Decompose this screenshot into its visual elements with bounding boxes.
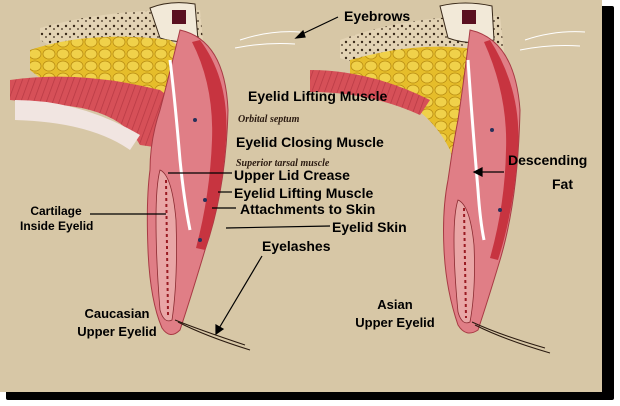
asian-eyebrow-hair [519, 45, 581, 51]
pointer-eyelashes-arrowhead [215, 323, 225, 336]
vessel-dot [498, 208, 502, 212]
asian-tarsal-cartilage [453, 199, 475, 324]
caucasian-eyebrow-hair [239, 31, 301, 41]
label-asian-upper-eyelid: Asian Upper Eyelid [340, 296, 450, 332]
label-cartilage-line1: Cartilage [30, 204, 82, 218]
label-asian-line1: Asian [377, 297, 413, 312]
pointer-eyelid-skin [225, 225, 331, 229]
caucasian-tarsal-cartilage [155, 169, 177, 322]
label-eyelid-lifting-muscle-lower: Eyelid Lifting Muscle [234, 185, 374, 201]
asian-closing-muscle [484, 40, 519, 260]
label-eyebrows: Eyebrows [344, 8, 411, 24]
vessel-dot [198, 238, 202, 242]
label-orbital-septum: Orbital septum [238, 114, 300, 125]
pointer-eyebrows-arrowhead [294, 29, 306, 39]
vessel-dot [203, 198, 207, 202]
label-caucasian-line2: Upper Eyelid [77, 324, 157, 339]
asian-gland-line [463, 207, 467, 319]
caucasian-septum-line [168, 59, 192, 231]
pointer-eyebrows [297, 16, 339, 37]
illustration-panel: Eyebrows Eyelid Lifting Muscle Orbital s… [0, 0, 602, 392]
label-caucasian-upper-eyelid: Caucasian Upper Eyelid [62, 305, 172, 341]
asian-lifting-muscle [310, 70, 430, 115]
label-cartilage: Cartilage Inside Eyelid [20, 204, 94, 234]
caucasian-eyebrow-hair [234, 43, 296, 49]
label-eyelid-skin: Eyelid Skin [332, 219, 407, 235]
asian-eyebrow-hair [524, 31, 586, 41]
asian-bone-cavity [462, 10, 476, 24]
asian-eyelash [474, 324, 551, 354]
label-superior-tarsal-muscle: Superior tarsal muscle [236, 158, 330, 169]
caucasian-gland-line [165, 179, 169, 316]
label-eyelashes: Eyelashes [262, 238, 331, 254]
label-upper-lid-crease: Upper Lid Crease [234, 167, 350, 183]
asian-eyelid-drawing [310, 2, 586, 354]
caucasian-bone-cavity [172, 10, 186, 24]
label-fat: Fat [552, 176, 573, 192]
caucasian-lifting-muscle [10, 76, 180, 150]
label-asian-line2: Upper Eyelid [355, 315, 435, 330]
vessel-dot [490, 128, 494, 132]
caucasian-eyelash [174, 319, 246, 346]
caucasian-closing-muscle [192, 40, 227, 250]
pointer-descending-fat-arrowhead [472, 167, 483, 177]
label-cartilage-line2: Inside Eyelid [20, 219, 94, 233]
pointer-lines [90, 16, 504, 336]
caucasian-eyelid-drawing [10, 2, 301, 351]
vessel-dot [193, 118, 197, 122]
label-caucasian-line1: Caucasian [84, 306, 150, 321]
caucasian-eyelash [177, 321, 251, 351]
asian-septum-line [466, 59, 486, 241]
eyelid-anatomy-illustration [10, 2, 586, 354]
caucasian-septum-band [15, 100, 140, 150]
label-eyelid-closing-muscle: Eyelid Closing Muscle [236, 134, 384, 150]
label-descending: Descending [508, 152, 588, 168]
asian-eyelash [471, 321, 546, 349]
label-eyelid-lifting-muscle-top: Eyelid Lifting Muscle [248, 88, 388, 104]
pointer-eyelashes [217, 255, 263, 331]
label-attachments-to-skin: Attachments to Skin [240, 201, 376, 217]
